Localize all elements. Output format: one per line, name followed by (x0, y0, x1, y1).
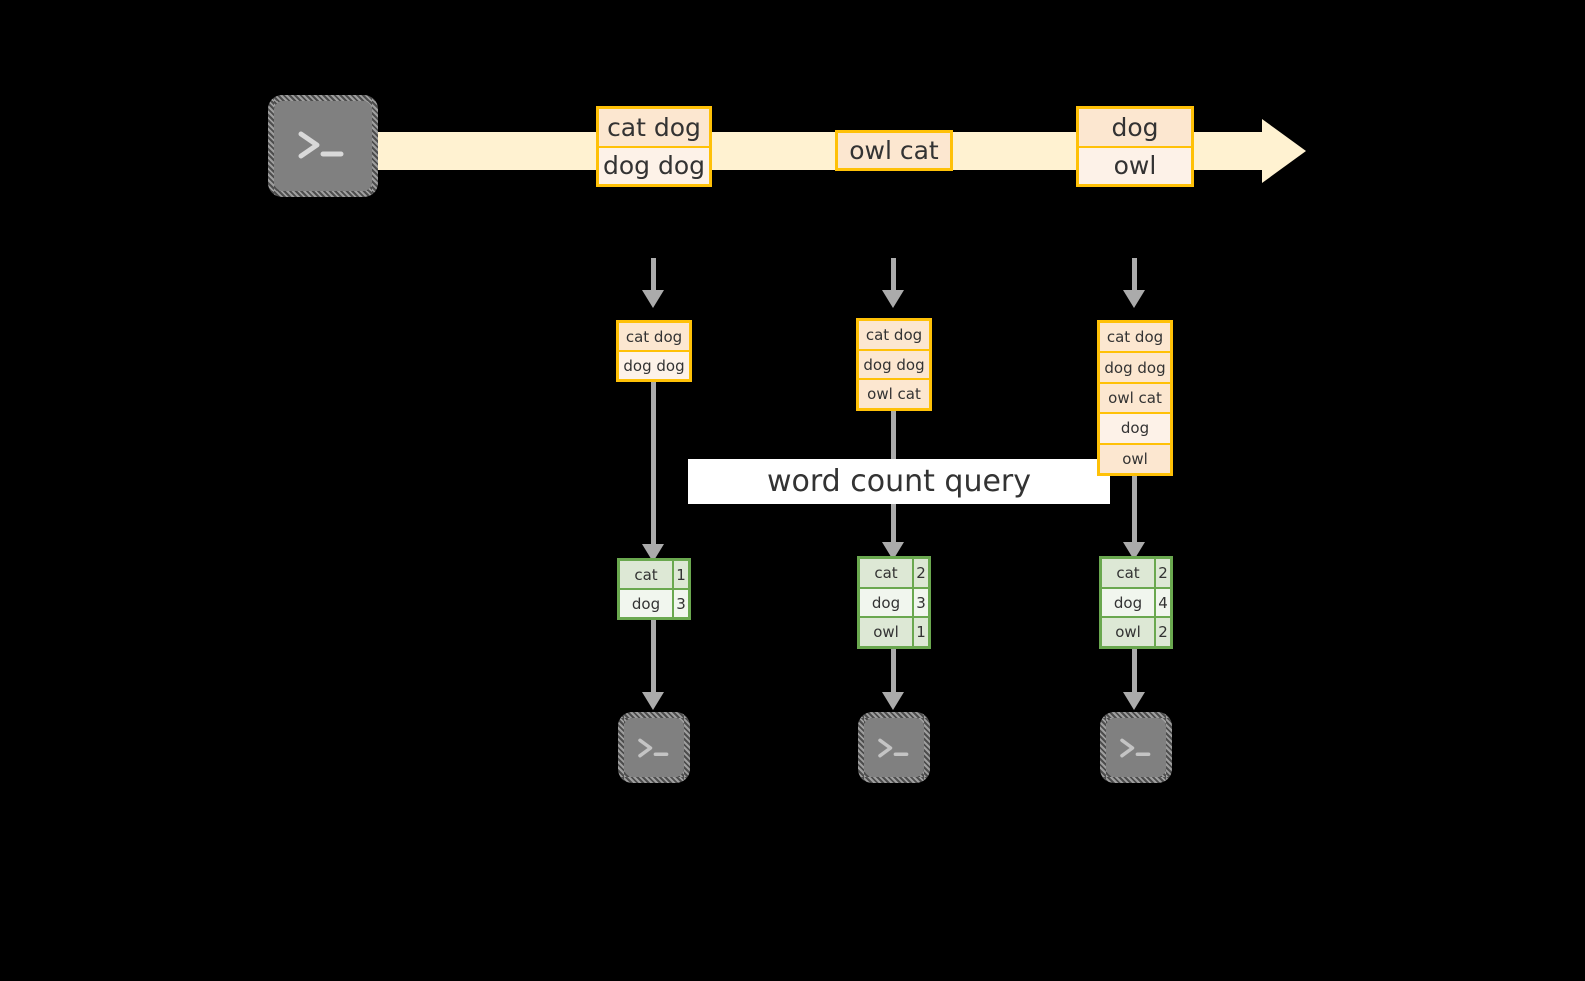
snapshot-2-sink-arrowhead (882, 692, 904, 710)
snapshot-3-sink-line (1132, 649, 1137, 696)
terminal-prompt-icon (298, 131, 344, 159)
stream-event-1-line-2: dog dog (599, 147, 709, 184)
snapshot-3-record-2: dog dog (1100, 353, 1170, 384)
query-label: word count query (688, 459, 1110, 504)
snapshot-1-sink-line (651, 620, 656, 696)
snapshot-3-counts-table[interactable]: cat 2 dog 4 owl 2 (1099, 556, 1173, 649)
snapshot-2-sink-surface (864, 718, 924, 777)
stream-event-2-line-1: owl cat (838, 133, 950, 168)
stream-event-3[interactable]: dog owl (1076, 106, 1194, 187)
snapshot-2-sink-terminal-icon[interactable] (858, 712, 930, 783)
terminal-prompt-icon (1120, 738, 1151, 757)
table-row: dog 3 (620, 590, 688, 617)
snapshot-3-tap-line (1132, 258, 1137, 292)
snapshot-3-query-arrowhead (1123, 542, 1145, 560)
stream-event-1[interactable]: cat dog dog dog (596, 106, 712, 187)
query-label-text: word count query (766, 464, 1032, 499)
snapshot-3-record-1: cat dog (1100, 323, 1170, 354)
snapshot-1-count-1: 1 (674, 561, 688, 588)
snapshot-3-count-2: 4 (1156, 588, 1170, 617)
snapshot-2-count-3: 1 (914, 618, 928, 647)
snapshot-3-sink-terminal-icon[interactable] (1100, 712, 1172, 783)
table-row: cat 2 (860, 559, 928, 589)
snapshot-1-count-2: 3 (674, 590, 688, 617)
snapshot-2-record-1: cat dog (859, 321, 929, 351)
snapshot-3-count-3: 2 (1156, 618, 1170, 647)
table-row: dog 4 (1102, 588, 1170, 619)
snapshot-3-tap-arrowhead (1123, 290, 1145, 308)
snapshot-1-record-1: cat dog (619, 323, 689, 352)
table-row: cat 1 (620, 561, 688, 590)
snapshot-2-record-3: owl cat (859, 380, 929, 409)
snapshot-3-sink-arrowhead (1123, 692, 1145, 710)
snapshot-1-query-arrowhead (642, 544, 664, 562)
snapshot-1-tap-line (651, 258, 656, 292)
snapshot-2-word-1: cat (860, 559, 914, 587)
snapshot-1-sink-terminal-icon[interactable] (618, 712, 690, 783)
snapshot-2-count-1: 2 (914, 559, 928, 587)
stream-event-2[interactable]: owl cat (835, 130, 953, 171)
snapshot-2-word-3: owl (860, 618, 914, 647)
snapshot-1-records[interactable]: cat dog dog dog (616, 320, 692, 382)
stream-event-3-line-2: owl (1079, 147, 1191, 184)
stream-event-3-line-1: dog (1079, 109, 1191, 148)
stream-event-1-line-1: cat dog (599, 109, 709, 148)
table-row: owl 1 (860, 618, 928, 647)
snapshot-2-records[interactable]: cat dog dog dog owl cat (856, 318, 932, 411)
snapshot-1-record-2: dog dog (619, 352, 689, 379)
source-terminal-surface (274, 101, 372, 191)
snapshot-1-counts-table[interactable]: cat 1 dog 3 (617, 558, 691, 620)
snapshot-1-query-line (651, 382, 656, 548)
snapshot-1-sink-arrowhead (642, 692, 664, 710)
table-row: dog 3 (860, 588, 928, 619)
snapshot-1-tap-arrowhead (642, 290, 664, 308)
table-row: owl 2 (1102, 618, 1170, 647)
snapshot-2-query-arrowhead (882, 542, 904, 560)
snapshot-3-query-line (1132, 476, 1137, 546)
snapshot-2-sink-line (891, 649, 896, 696)
snapshot-3-record-3: owl cat (1100, 383, 1170, 415)
snapshot-2-tap-arrowhead (882, 290, 904, 308)
snapshot-3-word-2: dog (1102, 588, 1156, 617)
snapshot-3-records[interactable]: cat dog dog dog owl cat dog owl (1097, 320, 1173, 476)
snapshot-3-word-3: owl (1102, 618, 1156, 647)
snapshot-1-word-2: dog (620, 590, 674, 617)
snapshot-2-count-2: 3 (914, 588, 928, 617)
stream-arrowhead (1262, 119, 1306, 183)
snapshot-2-counts-table[interactable]: cat 2 dog 3 owl 1 (857, 556, 931, 649)
snapshot-3-record-5: owl (1100, 444, 1170, 474)
snapshot-1-sink-surface (624, 718, 684, 777)
snapshot-3-record-4: dog (1100, 414, 1170, 445)
snapshot-2-record-2: dog dog (859, 350, 929, 381)
table-row: cat 2 (1102, 559, 1170, 589)
snapshot-3-word-1: cat (1102, 559, 1156, 587)
terminal-prompt-icon (638, 738, 669, 757)
snapshot-2-word-2: dog (860, 588, 914, 617)
snapshot-3-sink-surface (1106, 718, 1166, 777)
snapshot-3-count-1: 2 (1156, 559, 1170, 587)
snapshot-1-word-1: cat (620, 561, 674, 588)
source-terminal-icon[interactable] (268, 95, 378, 197)
terminal-prompt-icon (878, 738, 909, 757)
snapshot-2-tap-line (891, 258, 896, 292)
